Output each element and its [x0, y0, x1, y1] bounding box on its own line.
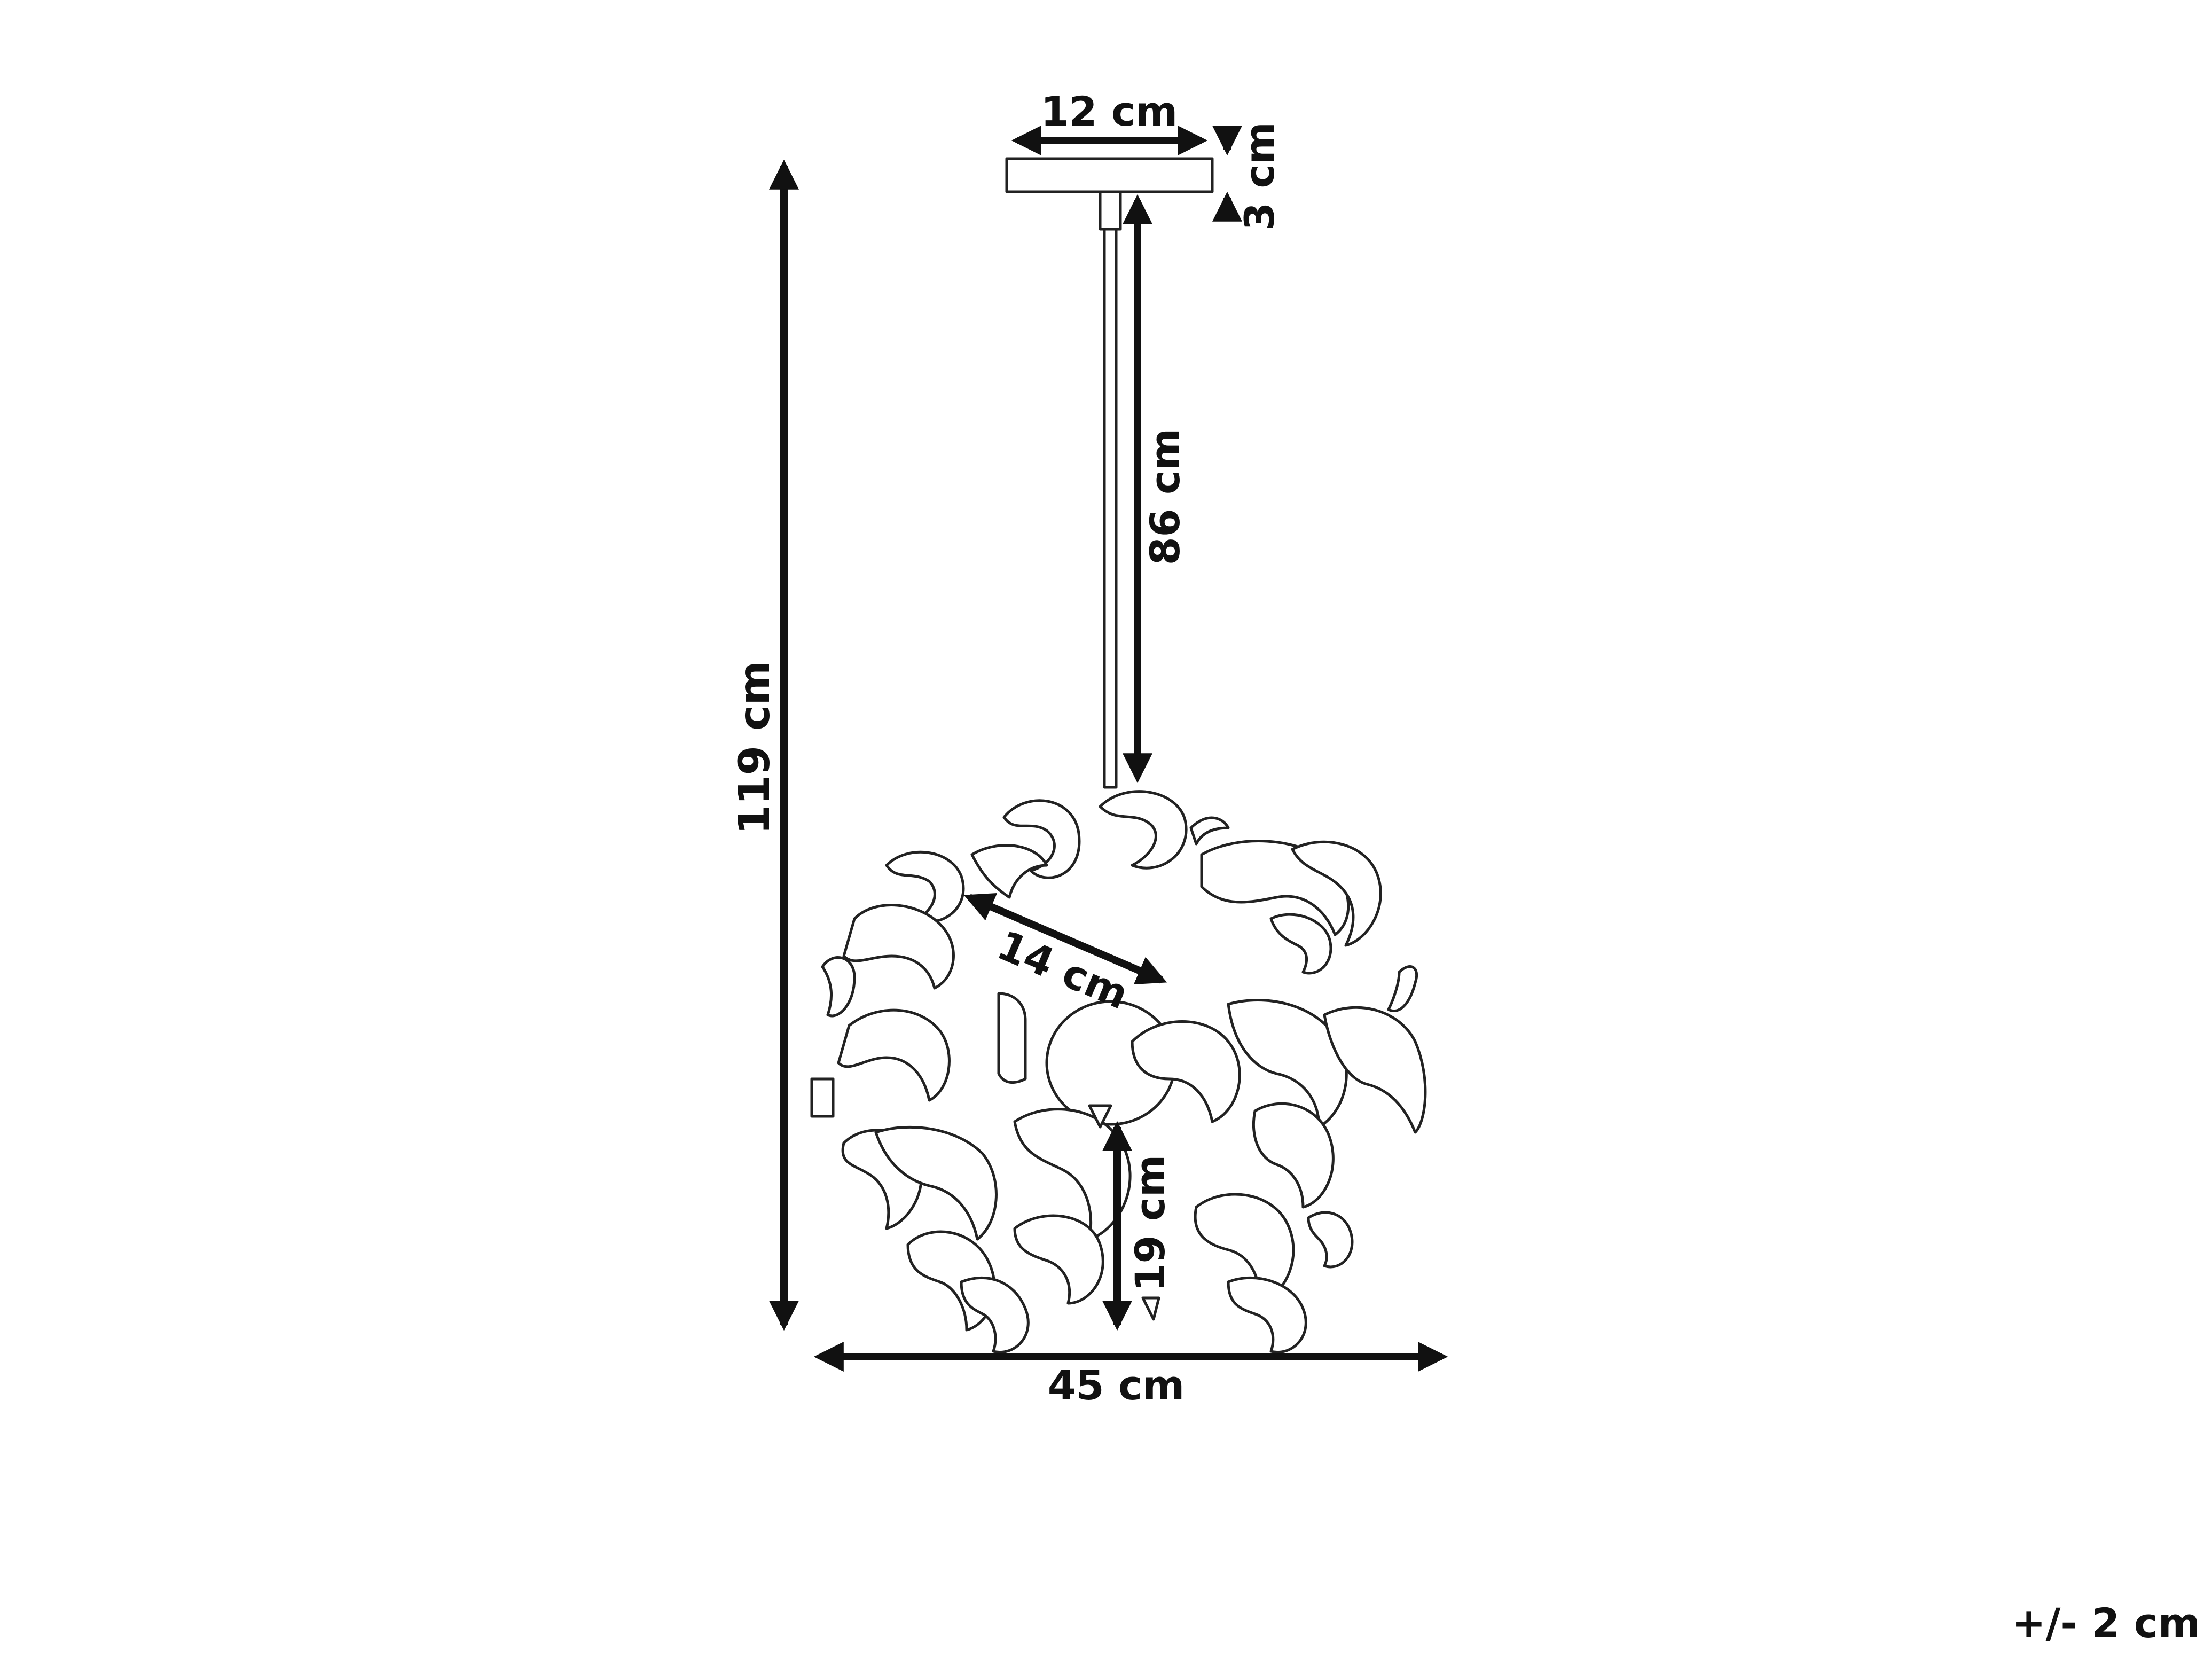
rod-length-label: 86 cm	[1141, 428, 1189, 565]
shade-width-label: 45 cm	[1048, 1361, 1185, 1409]
shade-height-label: 19 cm	[1126, 1155, 1174, 1292]
ribbon-lamp-shade	[810, 790, 1427, 1353]
canopy-height-label: 3 cm	[1236, 122, 1283, 231]
suspension-rod	[1103, 228, 1118, 789]
tolerance-note: +/- 2 cm	[2012, 1599, 2200, 1647]
ceiling-canopy	[1005, 157, 1214, 193]
rod-connector	[1099, 190, 1122, 231]
inner-diameter-dimension-line	[963, 893, 1167, 985]
total-height-label: 119 cm	[730, 661, 779, 835]
canopy-width-label: 12 cm	[1041, 88, 1178, 135]
